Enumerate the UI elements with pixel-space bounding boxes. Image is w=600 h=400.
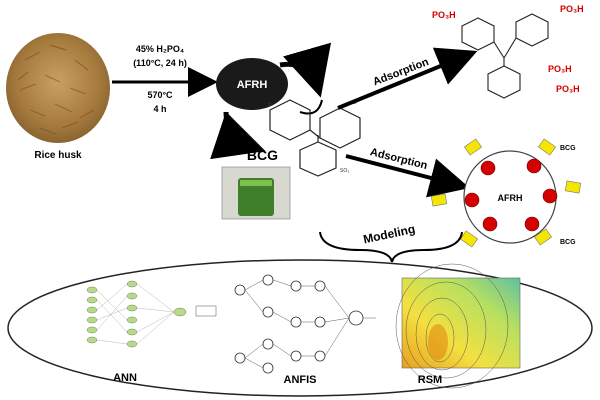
adsorbent-label: AFRH bbox=[498, 193, 523, 203]
rsm-contour-plot bbox=[395, 263, 521, 389]
bcg-label: BCG bbox=[247, 147, 278, 163]
bcg-atom-3: SO₃ bbox=[340, 168, 349, 174]
modeling-label: Modeling bbox=[362, 222, 416, 247]
adsorption-arrow-top bbox=[337, 47, 478, 110]
process-step-2: (110°C, 24 h) bbox=[133, 58, 187, 68]
rice-husk-image bbox=[6, 33, 110, 143]
afrh-blob bbox=[216, 58, 288, 110]
bcg-vial-photo bbox=[221, 166, 291, 220]
po3h-group-1: PO₃H bbox=[432, 10, 456, 20]
rice-husk-label: Rice husk bbox=[34, 150, 82, 161]
process-step-4: 4 h bbox=[153, 104, 166, 114]
curved-arrow-link bbox=[299, 99, 323, 115]
anfis-diagram bbox=[234, 274, 376, 374]
ann-label: ANN bbox=[113, 372, 137, 384]
bcg-atom-1: Br bbox=[268, 102, 273, 108]
po3h-group-4: PO₃H bbox=[556, 84, 580, 94]
afrh-label: AFRH bbox=[237, 79, 268, 91]
adsorbent-diagram bbox=[430, 138, 582, 248]
curved-arrow-right bbox=[279, 42, 332, 98]
rsm-label: RSM bbox=[418, 374, 442, 386]
modeling-brace bbox=[319, 231, 463, 263]
bcg-tag-top: BCG bbox=[560, 145, 576, 152]
process-step-3: 570°C bbox=[147, 90, 173, 100]
curved-arrow-down bbox=[210, 111, 266, 160]
phosphorylated-structure bbox=[461, 13, 549, 99]
active-sites bbox=[464, 158, 558, 232]
adsorption-arrow-mid bbox=[345, 154, 470, 198]
dye-tags bbox=[430, 138, 582, 248]
process-step-1: 45% H₂PO₄ bbox=[136, 44, 184, 54]
ann-diagram bbox=[86, 280, 217, 348]
po3h-group-3: PO₃H bbox=[548, 64, 572, 74]
anfis-label: ANFIS bbox=[284, 374, 317, 386]
po3h-group-2: PO₃H bbox=[560, 4, 584, 14]
bcg-tag-bottom: BCG bbox=[560, 239, 576, 246]
